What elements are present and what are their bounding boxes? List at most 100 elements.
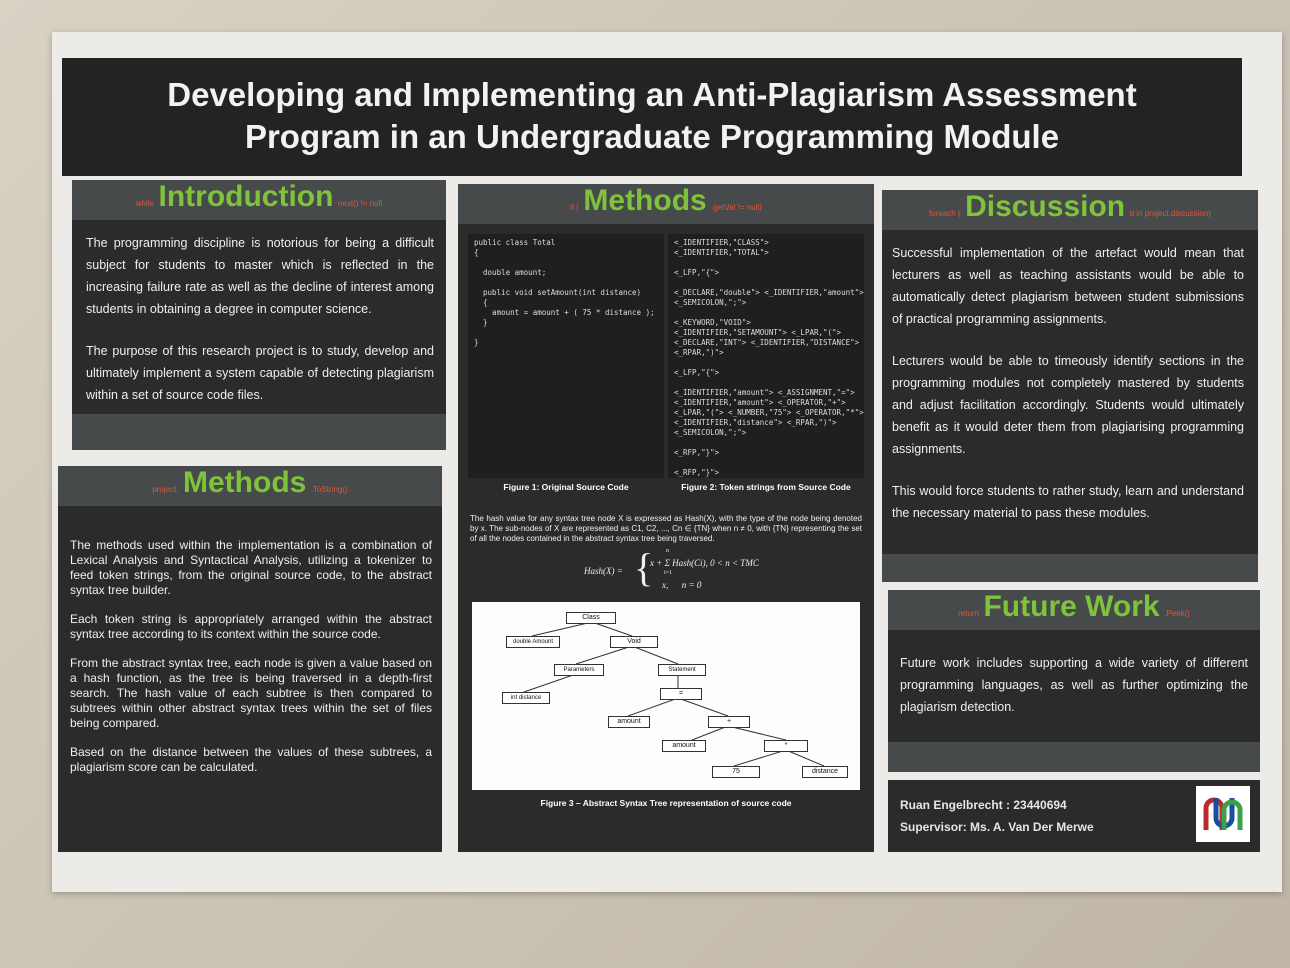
methods-paragraph: From the abstract syntax tree, each node…	[70, 656, 432, 730]
token-string-line: <_DECLARE,"double"> <_IDENTIFIER,"amount…	[674, 288, 864, 297]
student-name: Ruan Engelbrecht : 23440694	[900, 798, 1067, 812]
token-string-line	[674, 438, 858, 448]
source-code-line: {	[474, 248, 479, 257]
source-code-line: }	[474, 318, 488, 327]
methods-paragraph: The methods used within the implementati…	[70, 538, 432, 597]
figure-3-caption: Figure 3 – Abstract Syntax Tree represen…	[540, 798, 792, 808]
methods-left-heading: Methods	[183, 466, 307, 499]
methods-paragraph: Each token string is appropriately arran…	[70, 612, 432, 641]
token-string-line: <_LPAR,"("> <_NUMBER,"75"> <_OPERATOR,"*…	[674, 408, 864, 417]
token-string-line: <_IDENTIFIER,"CLASS">	[674, 238, 769, 247]
source-code-line	[474, 328, 658, 338]
formula-brace: {	[634, 545, 654, 590]
methods-left-body: The methods used within the implementati…	[70, 538, 432, 775]
university-logo	[1196, 786, 1250, 842]
token-string-line	[674, 458, 858, 468]
introduction-heading: Introduction	[158, 180, 334, 213]
syntax-tree-figure: Class double Amount Void Parameters Stat…	[472, 602, 860, 790]
introduction-body: The programming discipline is notorious …	[86, 232, 434, 426]
title-line-1: Developing and Implementing an Anti-Plag…	[167, 76, 1137, 113]
token-string-line: <_IDENTIFIER,"TOTAL">	[674, 248, 769, 257]
token-string-line: <_KEYWORD,"VOID">	[674, 318, 751, 327]
methods-paragraph: Based on the distance between the values…	[70, 745, 432, 774]
future-work-panel: return Future Work .Peek() Future work i…	[888, 590, 1260, 772]
tree-node-75: 75	[712, 766, 760, 778]
source-code-line: }	[474, 338, 479, 347]
discussion-body: Successful implementation of the artefac…	[892, 242, 1244, 544]
token-string-line	[674, 258, 858, 268]
source-code-line: amount = amount + ( 75 * distance );	[474, 308, 655, 317]
authors-panel: Ruan Engelbrecht : 23440694 Supervisor: …	[888, 780, 1260, 852]
methods-left-panel: project. Methods .ToString() The methods…	[58, 466, 442, 852]
discussion-paragraph: Successful implementation of the artefac…	[892, 246, 1244, 326]
source-code-line: public class Total	[474, 238, 556, 247]
future-work-heading: Future Work	[983, 590, 1160, 623]
methods-center-suffix: .getVal != null)	[711, 203, 762, 212]
hash-description: The hash value for any syntax tree node …	[470, 514, 862, 543]
future-work-footer	[888, 742, 1260, 772]
hash-formula: Hash(X) = { n x + Σ Hash(Ci), 0 < n < TM…	[584, 546, 804, 594]
token-string-line: <_IDENTIFIER,"amount"> <_OPERATOR,"+">	[674, 398, 846, 407]
introduction-footer	[72, 414, 446, 450]
token-string-line	[674, 278, 858, 288]
discussion-panel: foreach ( Discussion d in project.discus…	[882, 190, 1258, 582]
token-string-line: <_SEMICOLON,";">	[674, 298, 747, 307]
authors-text: Ruan Engelbrecht : 23440694 Supervisor: …	[900, 794, 1094, 838]
methods-center-prefix: if (	[570, 203, 579, 212]
tree-node-class: Class	[566, 612, 616, 624]
future-work-prefix: return	[958, 609, 980, 618]
poster-title: Developing and Implementing an Anti-Plag…	[62, 74, 1242, 158]
methods-center-heading: Methods	[583, 184, 707, 217]
formula-sum-top: n	[666, 548, 669, 554]
tree-node-assign: =	[660, 688, 702, 700]
tree-node-times: *	[764, 740, 808, 752]
formula-case-2: x, n = 0	[662, 580, 702, 590]
tree-node-amount: amount	[608, 716, 650, 728]
formula-lhs: Hash(X) =	[584, 566, 623, 576]
tree-node-int-distance: int distance	[502, 692, 550, 704]
tree-node-double-amount: double Amount	[506, 636, 560, 648]
token-string-line: <_LFP,"{">	[674, 268, 720, 277]
token-string-line: <_RFP,"}">	[674, 448, 720, 457]
future-work-paragraph: Future work includes supporting a wide v…	[900, 656, 1248, 714]
discussion-footer	[882, 554, 1258, 582]
figure-1-caption: Figure 1: Original Source Code	[503, 482, 629, 492]
future-work-body: Future work includes supporting a wide v…	[900, 652, 1248, 718]
formula-sum-bottom: i=1	[664, 570, 673, 576]
methods-center-header: if ( Methods .getVal != null)	[458, 184, 874, 224]
introduction-suffix: next() != null	[337, 199, 383, 208]
token-string-line: <_IDENTIFIER,"amount"> <_ASSIGNMENT,"=">	[674, 388, 855, 397]
discussion-header: foreach ( Discussion d in project.discus…	[882, 190, 1258, 230]
token-string-line: <_IDENTIFIER,"distance"> <_RPAR,")">	[674, 418, 837, 427]
discussion-heading: Discussion	[965, 190, 1126, 223]
token-string-line	[674, 308, 858, 318]
introduction-prefix: while	[135, 199, 155, 208]
introduction-paragraph: The purpose of this research project is …	[86, 344, 434, 402]
tree-edges	[523, 621, 825, 767]
tree-node-void: Void	[610, 636, 658, 648]
token-string-line: <_SEMICOLON,";">	[674, 428, 747, 437]
supervisor-name: Supervisor: Ms. A. Van Der Merwe	[900, 820, 1094, 834]
introduction-header: while Introduction next() != null	[72, 180, 446, 220]
source-code-line: {	[474, 298, 488, 307]
token-string-line	[674, 378, 858, 388]
formula-case-1: x + Σ Hash(Ci), 0 < n < TMC	[650, 558, 759, 568]
token-strings-block: <_IDENTIFIER,"CLASS"><_IDENTIFIER,"TOTAL…	[668, 234, 864, 478]
discussion-paragraph: This would force students to rather stud…	[892, 484, 1244, 520]
token-string-line: <_RFP,"}">	[674, 468, 720, 477]
tree-node-parameters: Parameters	[554, 664, 604, 676]
token-string-line: <_IDENTIFIER,"SETAMOUNT"> <_LPAR,"(">	[674, 328, 842, 337]
token-string-line: <_RPAR,")">	[674, 348, 724, 357]
tree-node-distance: distance	[802, 766, 848, 778]
token-string-line: <_LFP,"{">	[674, 368, 720, 377]
source-code-line	[474, 278, 658, 288]
token-string-line	[674, 358, 858, 368]
source-code-line	[474, 258, 658, 268]
source-code-line: double amount;	[474, 268, 547, 277]
methods-left-header: project. Methods .ToString()	[58, 466, 442, 506]
tree-node-statement: Statement	[658, 664, 706, 676]
university-logo-icon	[1203, 797, 1243, 830]
tree-node-amount: amount	[662, 740, 706, 752]
figure-2-caption: Figure 2: Token strings from Source Code	[681, 482, 851, 492]
methods-left-prefix: project.	[152, 485, 179, 494]
